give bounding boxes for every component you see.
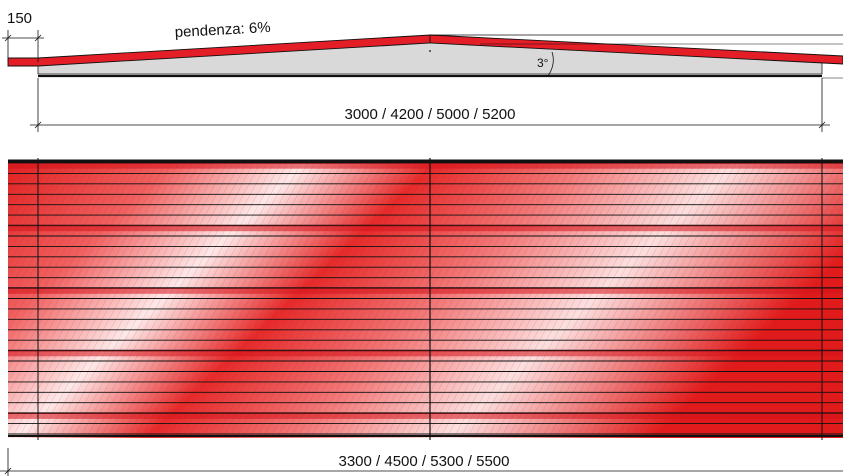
angle-arc — [547, 51, 554, 77]
panel-rib-band — [8, 288, 843, 294]
span-label: 3000 / 4200 / 5000 / 5200 — [345, 106, 516, 123]
panel-rib-band — [8, 413, 843, 419]
ridge-marker — [429, 50, 431, 52]
angle-label: 3° — [537, 56, 549, 70]
roof-panel-right — [429, 34, 843, 65]
panel-rib-band — [8, 163, 843, 169]
span-tick-right — [818, 121, 826, 129]
overhang-tick-left — [4, 34, 12, 42]
panel-rib-band — [8, 350, 843, 357]
length-label: 3300 / 4500 / 5300 / 5500 — [339, 453, 510, 470]
roof-section: 3° 150 pendenza: 6% 3000 / 4200 / 5000 /… — [2, 10, 843, 132]
overhang-tick-right — [34, 34, 42, 42]
length-tick-left — [4, 467, 12, 475]
span-tick-left — [34, 121, 42, 129]
overhang-label: 150 — [7, 10, 32, 27]
plan-panel-hatch — [8, 160, 843, 438]
panel-bands — [8, 162, 843, 435]
panel-rib-band — [8, 225, 843, 232]
slope-label: pendenza: 6% — [174, 19, 271, 41]
roof-plan: 3300 / 4500 / 5300 / 5500 — [0, 158, 843, 476]
